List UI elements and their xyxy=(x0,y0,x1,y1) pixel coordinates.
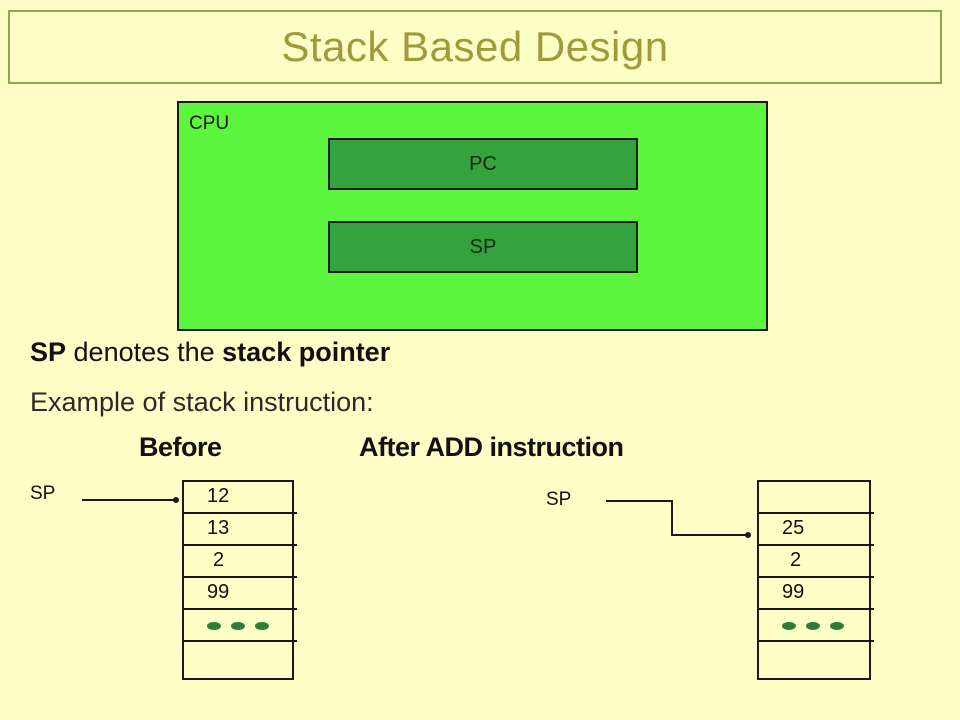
after-sp-arrow-head xyxy=(745,532,751,538)
sp-term: SP xyxy=(30,337,67,367)
after-cell-value: 2 xyxy=(790,549,802,571)
before-cell-value: 2 xyxy=(213,549,225,571)
pc-register: PC xyxy=(328,138,638,190)
after-stack-outline xyxy=(757,480,871,680)
before-ellipsis-dot xyxy=(207,622,221,630)
cpu-box: CPU PC SP xyxy=(177,101,768,331)
after-sp-label: SP xyxy=(546,489,572,510)
before-ellipsis-dot xyxy=(231,622,245,630)
before-cell-value: 13 xyxy=(207,517,230,539)
after-stack xyxy=(606,480,874,680)
before-cell-value: 12 xyxy=(207,485,230,507)
before-cell-value: 99 xyxy=(207,581,230,603)
stack-pointer-term: stack pointer xyxy=(222,337,391,367)
title-box: Stack Based Design xyxy=(8,10,942,84)
after-ellipsis-dot xyxy=(806,622,820,630)
before-sp-arrow-head xyxy=(173,497,179,503)
page-title: Stack Based Design xyxy=(281,23,669,70)
after-cell-value: 25 xyxy=(782,517,805,539)
before-stack xyxy=(82,480,297,680)
description-middle: denotes the xyxy=(66,337,223,367)
cpu-label: CPU xyxy=(189,113,230,134)
before-sp-label: SP xyxy=(30,483,56,504)
before-heading: Before xyxy=(139,432,222,462)
before-stack-outline xyxy=(182,480,294,680)
sp-description: SP denotes the stack pointer xyxy=(30,337,390,368)
after-ellipsis-dot xyxy=(830,622,844,630)
after-cell-value: 99 xyxy=(782,581,805,603)
sp-register: SP xyxy=(328,221,638,273)
example-text: Example of stack instruction: xyxy=(30,387,374,417)
after-heading: After ADD instruction xyxy=(359,432,624,462)
before-ellipsis-dot xyxy=(255,622,269,630)
after-sp-arrow xyxy=(606,500,748,536)
after-ellipsis-dot xyxy=(782,622,796,630)
